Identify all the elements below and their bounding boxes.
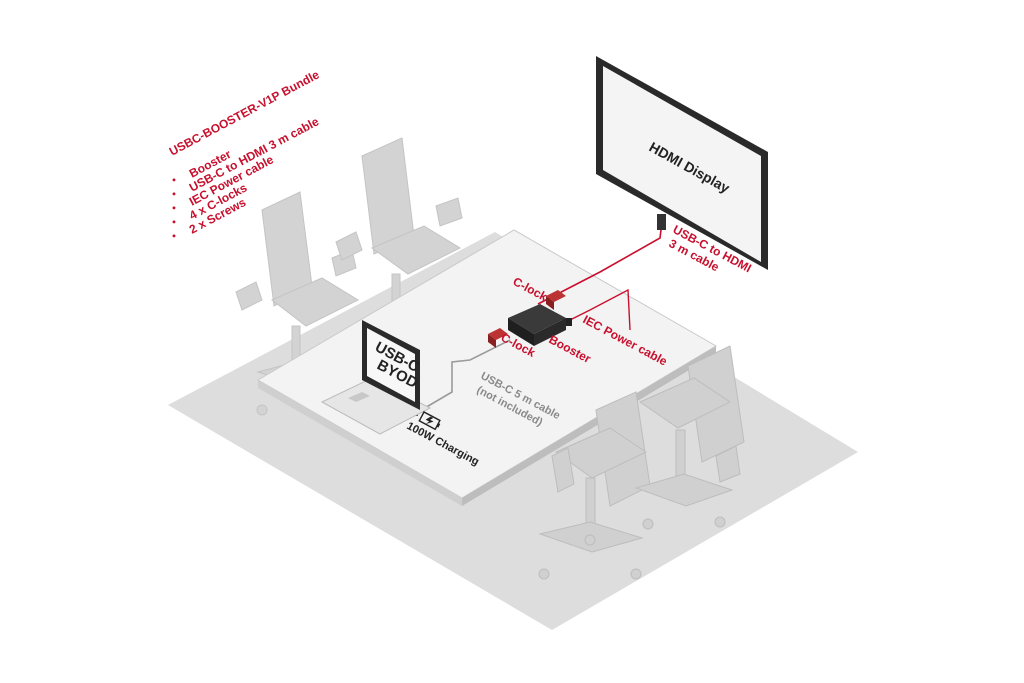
- c-lock-bottom: [488, 328, 508, 348]
- battery-charging-icon: [418, 411, 441, 431]
- chair-front-left: [538, 391, 651, 580]
- svg-text:•: •: [170, 188, 179, 200]
- chair-back-right: [335, 137, 463, 309]
- iec-plug: [562, 318, 572, 326]
- bundle-title: USBC-BOOSTER-V1P Bundle: [167, 67, 322, 158]
- usbc-5m-cable: [417, 339, 511, 413]
- hdmi-connector: [657, 214, 666, 230]
- svg-text:•: •: [170, 230, 179, 242]
- svg-text:•: •: [170, 174, 179, 186]
- conference-table: [257, 229, 717, 506]
- chair-front-right: [634, 345, 745, 530]
- booster-box: [508, 304, 566, 346]
- laptop: USB-C BYOD: [320, 320, 432, 435]
- c-lock-top: [546, 290, 566, 310]
- hdmi-display: HDMI Display: [596, 56, 768, 270]
- svg-text:•: •: [170, 216, 179, 228]
- iec-power-cable: [565, 288, 631, 331]
- svg-text:•: •: [170, 202, 179, 214]
